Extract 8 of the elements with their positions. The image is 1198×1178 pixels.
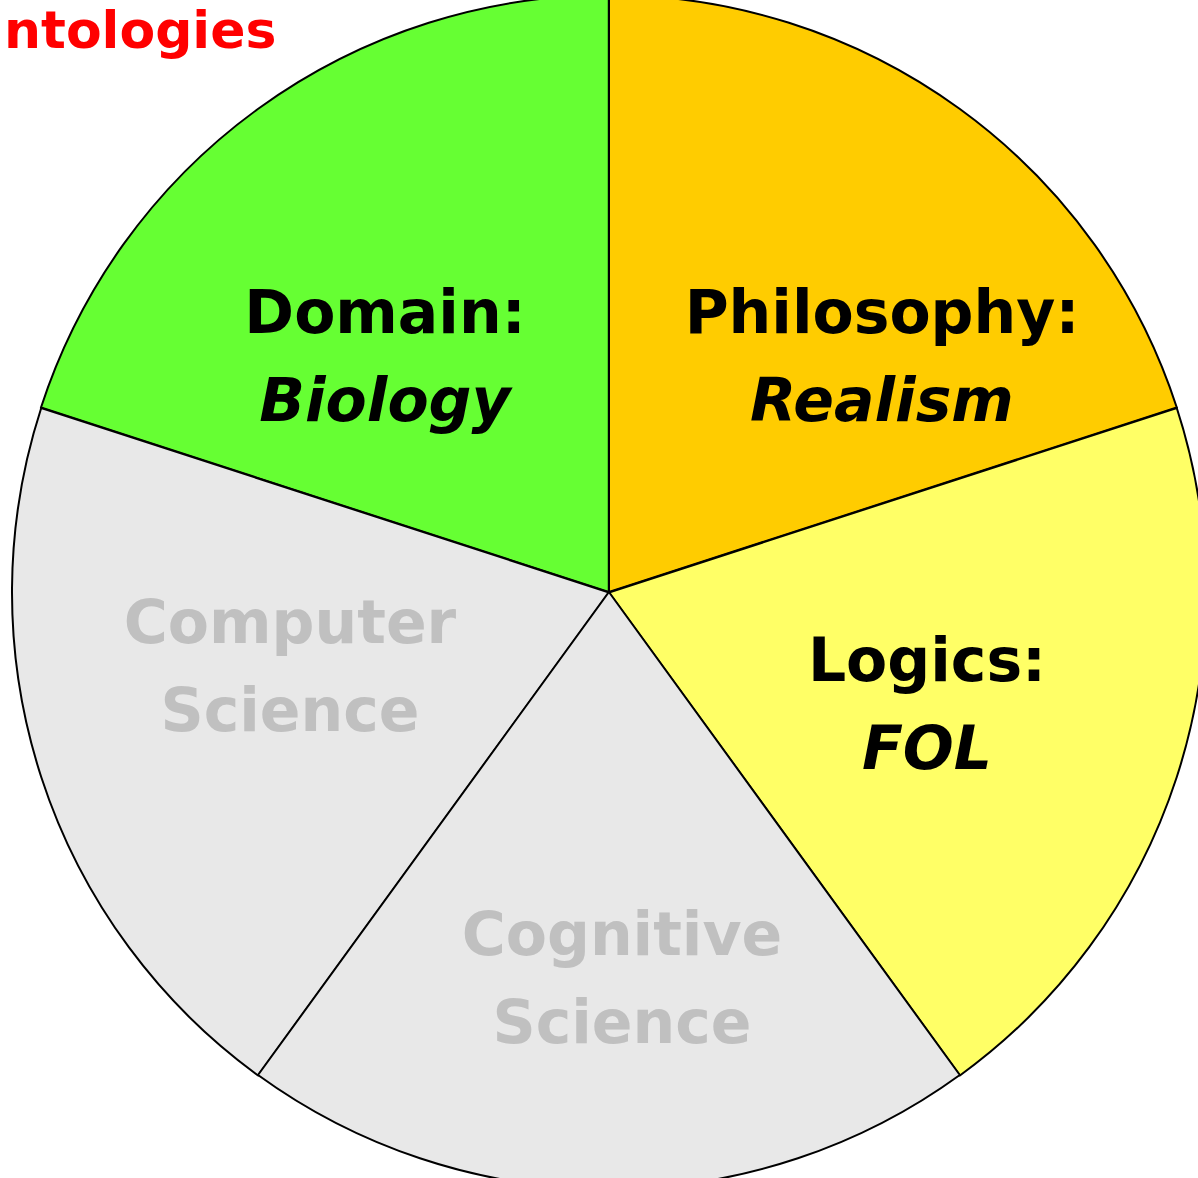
slice-label: Logics:: [806, 624, 1048, 697]
slice-label: Domain:: [243, 276, 527, 349]
title: ntologies: [4, 0, 277, 60]
slice-sublabel: FOL: [860, 712, 994, 785]
slice-sublabel: Biology: [258, 364, 514, 437]
pie-slice: [609, 0, 1177, 592]
slice-sublabel: Realism: [749, 364, 1015, 437]
slice-label: Philosophy:: [683, 276, 1081, 349]
